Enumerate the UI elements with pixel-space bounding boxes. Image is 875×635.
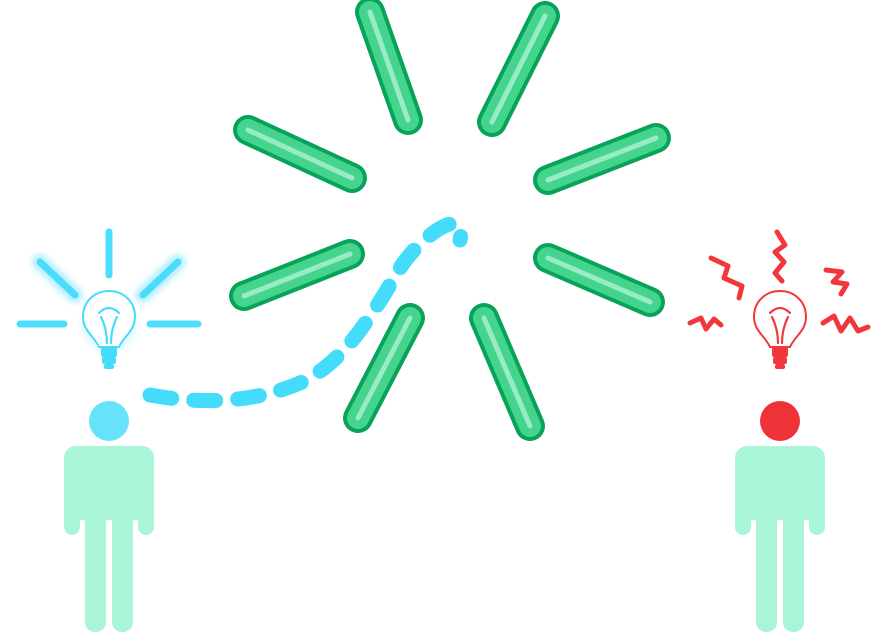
- starburst-ray: [343, 303, 425, 433]
- starburst-ray: [477, 1, 560, 137]
- zigzag-ray: [687, 315, 724, 332]
- starburst-ray: [355, 0, 423, 135]
- dashed-connector: [142, 216, 469, 409]
- zigzag-ray: [772, 229, 788, 284]
- starburst-ray: [533, 243, 665, 317]
- left-person-head: [89, 401, 129, 441]
- right-person-head: [760, 401, 800, 441]
- zigzag-ray: [820, 313, 871, 334]
- right-zigzag-rays: [687, 229, 871, 334]
- glowing-lightbulb-icon: [81, 289, 137, 369]
- right-person-group: [687, 229, 871, 632]
- starburst-ray: [233, 115, 367, 193]
- left-person-group: [12, 224, 206, 632]
- starburst-ray: [533, 123, 671, 195]
- person-icon: [64, 446, 154, 632]
- zigzag-lightbulb-icon: [752, 289, 808, 369]
- starburst-ray: [469, 303, 545, 441]
- starburst-ray: [229, 239, 365, 311]
- zigzag-ray: [708, 255, 745, 301]
- zigzag-ray: [823, 267, 850, 297]
- glow-ray: [32, 254, 83, 303]
- starburst-icon: [229, 0, 671, 441]
- left-glow-rays: [12, 224, 206, 332]
- glow-ray: [135, 254, 186, 303]
- person-icon: [735, 446, 825, 632]
